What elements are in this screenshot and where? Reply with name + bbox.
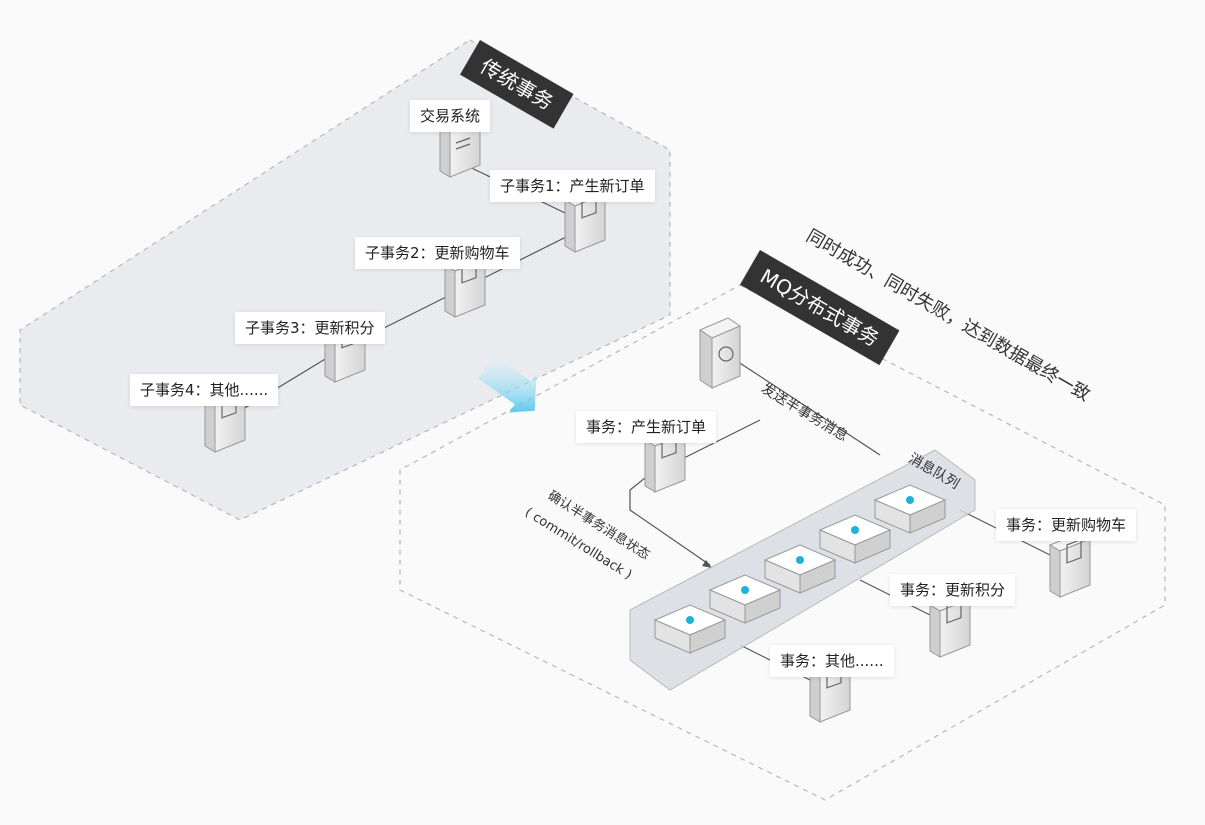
arrow-icon [477, 355, 537, 413]
subtransaction-label-1: 子事务1：产生新订单 [490, 170, 655, 202]
consumer-label-cart: 事务：更新购物车 [996, 509, 1137, 541]
subtransaction-label-2: 子事务2：更新购物车 [355, 237, 520, 269]
server-icon [1048, 532, 1092, 598]
message-node-icon [763, 544, 837, 594]
subtransaction-label-4: 子事务4：其他...... [130, 374, 279, 406]
send-half-msg-line [719, 349, 881, 456]
consumer-label-points: 事务：更新积分 [890, 574, 1016, 606]
message-node-icon [818, 514, 892, 564]
confirm-line [629, 469, 711, 566]
subtransaction-label-3: 子事务3：更新积分 [235, 312, 385, 344]
mq-broker-icon [698, 317, 742, 389]
consumer-label-other: 事务：其他...... [770, 645, 894, 677]
traditional-chain-line [224, 224, 591, 421]
message-node-icon [653, 604, 727, 654]
producer-transaction-label: 事务：产生新订单 [576, 411, 717, 443]
message-node-icon [708, 574, 782, 624]
mq-plane [399, 284, 1166, 801]
system-label: 交易系统 [410, 100, 491, 132]
confirm-arrowhead [702, 560, 712, 568]
traditional-plane [19, 39, 671, 521]
message-node-icon [873, 484, 947, 534]
